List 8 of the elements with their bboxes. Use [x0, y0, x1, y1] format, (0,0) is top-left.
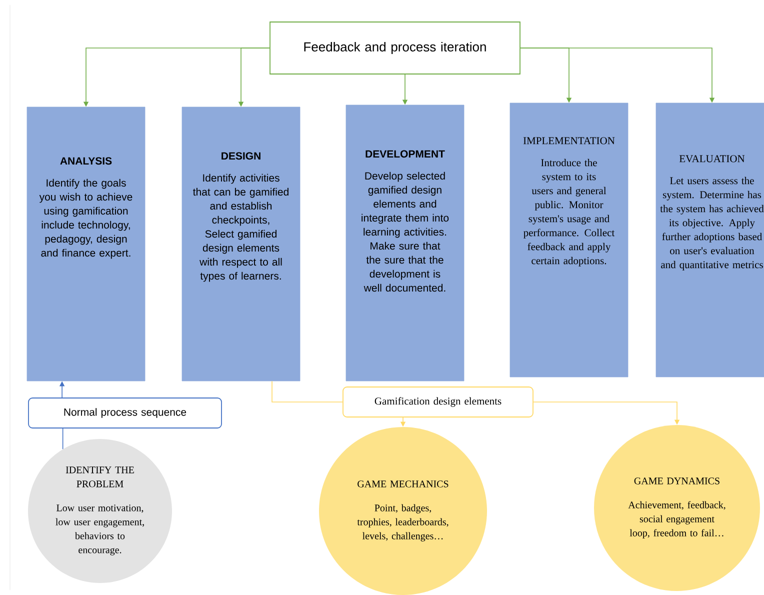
process-label-box: Normal process sequence — [28, 398, 222, 428]
process-box: EVALUATION Let users assess the system. Determine has the system has achieved its objective. Apply further adoptions based on user's evaluation and quantitative metrics — [656, 102, 764, 378]
process-box: IMPLEMENTATION Introduce the system to its users and general public. Monitor system's usage and performance. Collect feedback and apply certain adoptions. — [510, 102, 628, 378]
process-box: DESIGN Identify activities that can be gamified and establish checkpoints, Select gamified design elements with respect to all types of learners. — [182, 106, 300, 382]
process-box: ANALYSIS Identify the goals you wish to achieve using gamification include technology, pedagogy, design and finance expert. — [26, 106, 146, 382]
process-box: DEVELOPMENT Develop selected gamified design elements and integrate them into learning activities. Make sure that the sure that the development is well documented. — [346, 104, 464, 382]
feedback-box: Feedback and process iteration — [270, 22, 520, 74]
category-box: Gamification design elements — [342, 386, 534, 418]
